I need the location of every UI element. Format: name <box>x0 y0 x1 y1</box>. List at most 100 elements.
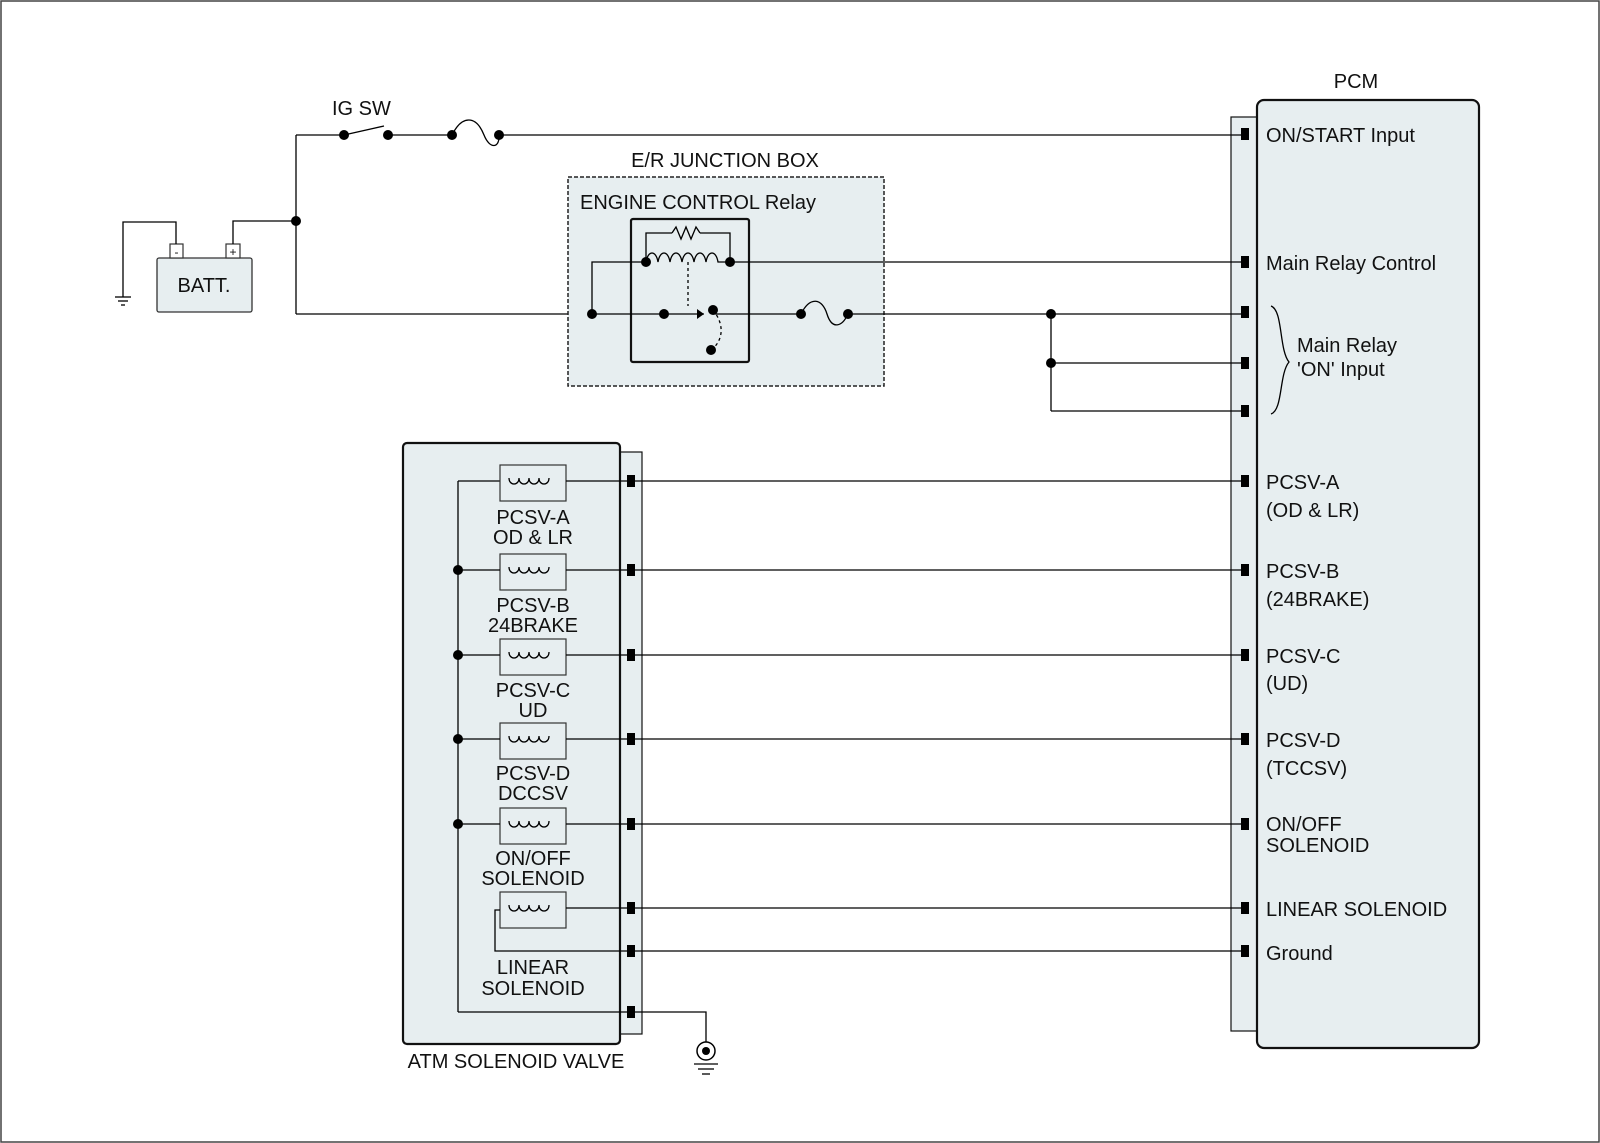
solenoid-c-bus-dot <box>453 650 463 660</box>
solenoid-c-label-line1: PCSV-C <box>496 680 570 702</box>
atm-pin-linear-return <box>627 945 635 957</box>
atm-pin-onoff <box>627 818 635 830</box>
solenoid-onoff-coil-icon <box>508 820 550 828</box>
solenoid-b-label-line1: PCSV-B <box>496 595 569 617</box>
solenoid-b-coil-icon <box>508 566 550 574</box>
relay-resistor-frame <box>645 232 672 262</box>
pcm-pin-main-relay-on-1 <box>1241 306 1249 318</box>
solenoid-d-coil-icon <box>508 735 550 743</box>
pcm-label-pcsv-b-line2: (24BRAKE) <box>1266 589 1369 611</box>
pcm-pin-ground <box>1241 945 1249 957</box>
pcm-label-pcsv-d-line1: PCSV-D <box>1266 730 1340 752</box>
body-ground-icon <box>694 1041 718 1075</box>
solenoid-onoff-box <box>499 807 567 845</box>
pcm-pin-pcsv-d <box>1241 733 1249 745</box>
atm-ground-wire <box>635 1011 707 1043</box>
solenoid-b-box <box>499 553 567 591</box>
pcm-label-main-relay-on-line1: Main Relay <box>1297 335 1397 357</box>
solenoid-a-label-line2: OD & LR <box>493 527 573 549</box>
pcm-pin-pcsv-b <box>1241 564 1249 576</box>
pcm-pin-main-relay-on-2 <box>1241 357 1249 369</box>
solenoid-linear-return-wire <box>494 909 631 952</box>
pcm-pin-linear <box>1241 902 1249 914</box>
solenoid-c-box <box>499 638 567 676</box>
pcm-label-pcsv-d-line2: (TCCSV) <box>1266 758 1347 780</box>
solenoid-linear-coil-icon <box>508 904 550 912</box>
pcm-pin-main-relay-on-3 <box>1241 405 1249 417</box>
main-relay-on-brace <box>1270 305 1290 415</box>
solenoid-d-box <box>499 722 567 760</box>
ig-switch-label: IG SW <box>332 98 391 120</box>
relay-contact-arrow-icon <box>697 309 704 319</box>
junction-box: E/R JUNCTION BOX ENGINE CONTROL Relay <box>567 150 1241 412</box>
pcm-label-onoff-line1: ON/OFF <box>1266 814 1342 836</box>
pcm-label-ground: Ground <box>1266 943 1333 965</box>
pcm-pin-pcsv-a <box>1241 475 1249 487</box>
solenoid-c-coil-icon <box>508 651 550 659</box>
relay-box <box>629 217 751 364</box>
pcm-pin-pcsv-c <box>1241 649 1249 661</box>
atm-pin-linear <box>627 902 635 914</box>
battery-box <box>156 257 253 313</box>
solenoid-onoff-label-line2: SOLENOID <box>481 868 584 890</box>
solenoid-a-label-line1: PCSV-A <box>496 507 570 529</box>
pcm-label-pcsv-c-line1: PCSV-C <box>1266 646 1340 668</box>
relay-resistor-frame-right <box>700 232 731 262</box>
solenoid-b-bus-dot <box>453 565 463 575</box>
relay-contact-terminal-3 <box>706 345 716 355</box>
pcm-label-pcsv-a-line2: (OD & LR) <box>1266 500 1359 522</box>
pcm-title: PCM <box>1334 71 1378 93</box>
solenoid-linear-box <box>499 891 567 929</box>
atm-title: ATM SOLENOID VALVE <box>408 1051 625 1073</box>
solenoid-d-bus-dot <box>453 734 463 744</box>
solenoid-d-label-line2: DCCSV <box>498 783 569 805</box>
chassis-ground-icon <box>115 296 131 306</box>
pcm-pin-on-start <box>1241 128 1249 140</box>
pcm-label-on-start: ON/START Input <box>1266 125 1415 147</box>
solenoid-onoff-label-line1: ON/OFF <box>495 848 571 870</box>
solenoid-b-label-line2: 24BRAKE <box>488 615 578 637</box>
pcm-label-pcsv-b-line1: PCSV-B <box>1266 561 1339 583</box>
relay-contact-travel-icon <box>710 309 722 351</box>
pcm-label-main-relay-control: Main Relay Control <box>1266 253 1436 275</box>
battery-neg-wire <box>122 221 177 297</box>
solenoid-linear-label-line1: LINEAR <box>497 957 569 979</box>
battery-pos-sign: + <box>229 245 236 259</box>
atm-pin-pcsv-a <box>627 475 635 487</box>
pcm-label-main-relay-on-line2: 'ON' Input <box>1297 359 1385 381</box>
pcm-module: PCM ON/START Input Main Relay Control Ma… <box>1230 71 1481 1050</box>
atm-pin-pcsv-d <box>627 733 635 745</box>
pcm-pin-onoff <box>1241 818 1249 830</box>
atm-pin-pcsv-c <box>627 649 635 661</box>
relay-fuse-icon <box>800 300 849 326</box>
solenoid-c-label-line2: UD <box>519 700 548 722</box>
pcm-box <box>1255 98 1481 1050</box>
battery-junction-dot <box>291 216 301 226</box>
solenoid-a-coil-icon <box>508 477 550 485</box>
atm-pin-common <box>627 1006 635 1018</box>
battery-pos-wire <box>232 220 296 244</box>
solenoid-linear-label-line2: SOLENOID <box>481 978 584 1000</box>
relay-coil-feed-wire <box>591 261 646 314</box>
junction-box-title: E/R JUNCTION BOX <box>631 150 819 172</box>
pcm-label-linear: LINEAR SOLENOID <box>1266 899 1447 921</box>
solenoid-onoff-bus-dot <box>453 819 463 829</box>
relay-title: ENGINE CONTROL Relay <box>580 192 816 214</box>
main-relay-on-junction-1 <box>1046 309 1056 319</box>
pcm-label-pcsv-a-line1: PCSV-A <box>1266 472 1340 494</box>
pcm-label-onoff-line2: SOLENOID <box>1266 835 1369 857</box>
battery-neg-sign: - <box>175 245 179 259</box>
atm-pin-pcsv-b <box>627 564 635 576</box>
relay-coil-icon <box>645 252 730 263</box>
ig-switch-blade <box>343 125 385 136</box>
battery-circuit: BATT. - + IG SW <box>115 98 1241 315</box>
solenoid-d-label-line1: PCSV-D <box>496 763 570 785</box>
solenoid-a-box <box>499 464 567 502</box>
ig-fuse-icon <box>451 119 500 147</box>
atm-solenoid-valve: ATM SOLENOID VALVE PCSV-A OD & LR PCSV-B… <box>401 441 1241 1075</box>
pcm-pin-main-relay-control <box>1241 256 1249 268</box>
resistor-icon <box>671 225 701 241</box>
pcm-label-pcsv-c-line2: (UD) <box>1266 673 1308 695</box>
battery-label: BATT. <box>178 275 231 297</box>
